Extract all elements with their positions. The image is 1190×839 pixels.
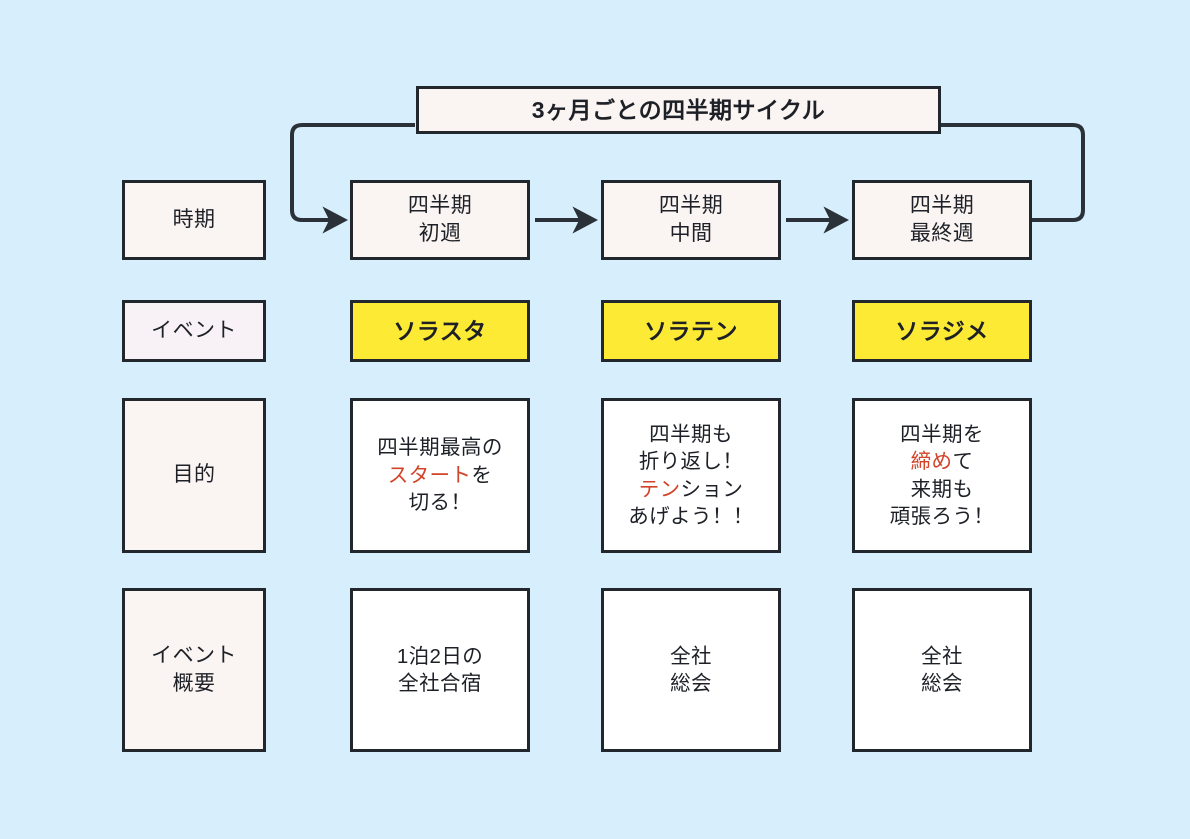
purpose-box-mid: 四半期も折り返し！ テンションあげよう！！ xyxy=(601,398,781,553)
summary-first-week-line1: 1泊2日の xyxy=(396,644,484,668)
summary-mid-line2: 総会 xyxy=(670,672,712,695)
summary-mid-text: 全社 総会 xyxy=(604,643,778,698)
plain-text: を xyxy=(471,463,493,487)
row-label-purpose-text: 目的 xyxy=(172,463,216,487)
event-sorajime-text: ソラジメ xyxy=(895,317,989,344)
stage-mid-text: 四半期 中間 xyxy=(604,192,778,248)
event-box-soraten: ソラテン xyxy=(601,300,781,362)
row-label-event-summary: イベント 概要 xyxy=(122,588,266,752)
row-label-event-summary-line1: イベント xyxy=(151,643,237,667)
event-box-sorajime: ソラジメ xyxy=(852,300,1032,362)
purpose-first-week-text: 四半期最高のスタートを切る！ xyxy=(353,434,527,516)
row-label-event-summary-text: イベント 概要 xyxy=(125,642,263,698)
event-soraten-text: ソラテン xyxy=(644,317,738,344)
summary-mid-line1: 全社 xyxy=(670,644,712,668)
accent-text: 締め xyxy=(910,450,953,474)
stage-box-first-week: 四半期 初週 xyxy=(350,180,530,260)
purpose-box-last-week: 四半期を締めて来期も頑張ろう！ xyxy=(852,398,1032,553)
stage-first-week-line1: 四半期 xyxy=(407,193,473,217)
summary-box-mid: 全社 総会 xyxy=(601,588,781,752)
event-box-sorasuta: ソラスタ xyxy=(350,300,530,362)
summary-last-week-line1: 全社 xyxy=(921,644,963,668)
row-label-event: イベント xyxy=(122,300,266,362)
stage-mid-line2: 中間 xyxy=(669,222,713,245)
row-label-event-text: イベント xyxy=(151,318,237,342)
summary-box-last-week: 全社 総会 xyxy=(852,588,1032,752)
plain-text: 切る！ xyxy=(408,491,472,515)
plain-text: て xyxy=(952,450,974,474)
row-label-event-summary-line2: 概要 xyxy=(172,672,216,695)
plain-text: 折り返し！ xyxy=(638,450,744,474)
plain-text: ション xyxy=(680,477,744,501)
purpose-last-week-text: 四半期を締めて来期も頑張ろう！ xyxy=(855,421,1029,531)
row-label-period-text: 時期 xyxy=(172,207,216,231)
summary-box-first-week: 1泊2日の 全社合宿 xyxy=(350,588,530,752)
summary-last-week-line2: 総会 xyxy=(921,672,963,695)
cycle-title-box: 3ヶ月ごとの四半期サイクル xyxy=(416,86,941,134)
stage-box-last-week: 四半期 最終週 xyxy=(852,180,1032,260)
purpose-box-first-week: 四半期最高のスタートを切る！ xyxy=(350,398,530,553)
stage-box-mid: 四半期 中間 xyxy=(601,180,781,260)
plain-text: 四半期も xyxy=(649,422,733,446)
plain-text: 四半期を xyxy=(900,422,984,446)
summary-last-week-text: 全社 総会 xyxy=(855,643,1029,698)
stage-mid-line1: 四半期 xyxy=(658,193,724,217)
event-sorasuta-text: ソラスタ xyxy=(393,317,487,344)
plain-text: あげよう！！ xyxy=(628,504,754,528)
plain-text: 来期も xyxy=(910,477,974,501)
summary-first-week-line2: 全社合宿 xyxy=(398,672,482,695)
row-label-period: 時期 xyxy=(122,180,266,260)
plain-text: 四半期最高の xyxy=(377,436,503,460)
summary-first-week-text: 1泊2日の 全社合宿 xyxy=(353,643,527,698)
plain-text: 頑張ろう！ xyxy=(889,504,995,528)
stage-first-week-line2: 初週 xyxy=(418,222,462,245)
stage-first-week-text: 四半期 初週 xyxy=(353,192,527,248)
purpose-mid-text: 四半期も折り返し！ テンションあげよう！！ xyxy=(604,421,778,531)
accent-text: テン xyxy=(638,477,681,501)
cycle-title-text: 3ヶ月ごとの四半期サイクル xyxy=(531,96,826,123)
accent-text: スタート xyxy=(387,463,472,487)
stage-last-week-line1: 四半期 xyxy=(909,193,975,217)
row-label-purpose: 目的 xyxy=(122,398,266,553)
stage-last-week-text: 四半期 最終週 xyxy=(855,192,1029,248)
stage-last-week-line2: 最終週 xyxy=(909,222,975,245)
